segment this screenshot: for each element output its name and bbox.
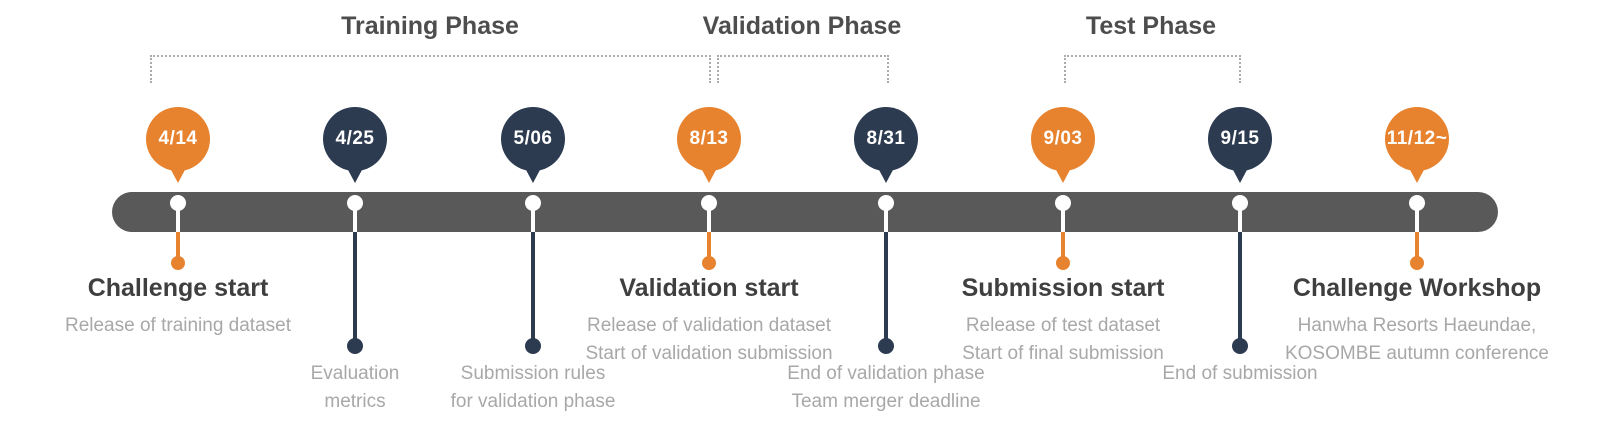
date-balloon: 4/14 (146, 107, 210, 171)
event-line: Submission rules (460, 363, 606, 384)
stem-upper (1238, 203, 1242, 232)
stem-end-dot (171, 256, 185, 270)
date-balloon: 8/13 (677, 107, 741, 171)
event-title: Validation start (619, 274, 799, 302)
date-balloon: 11/12~ (1385, 107, 1449, 171)
stem-upper (176, 203, 180, 232)
phase-label-training: Training Phase (341, 12, 519, 40)
event-line: KOSOMBE autumn conference (1284, 343, 1549, 364)
balloon-tail-icon (878, 168, 894, 183)
phase-bracket-training (150, 55, 711, 83)
event-line: Release of validation dataset (587, 315, 831, 336)
event-line: Evaluation (310, 363, 400, 384)
stem-end-dot (1232, 338, 1248, 354)
event-line: Hanwha Resorts Haeundae, (1297, 315, 1537, 336)
event-line: End of validation phase (787, 363, 985, 384)
event-title: Challenge Workshop (1292, 274, 1542, 302)
stem-lower (707, 232, 711, 258)
event-line: Release of training dataset (64, 315, 292, 336)
phase-bracket-test (1064, 55, 1241, 83)
stem-upper (531, 203, 535, 232)
event-line: Team merger deadline (791, 391, 981, 412)
stem-end-dot (347, 338, 363, 354)
stem-lower (353, 232, 357, 339)
stem-lower (1061, 232, 1065, 258)
balloon-tail-icon (1232, 168, 1248, 183)
stem-end-dot (878, 338, 894, 354)
phase-label-test: Test Phase (1085, 12, 1217, 40)
balloon-tail-icon (701, 168, 717, 183)
balloon-tail-icon (170, 168, 186, 183)
event-text: Submission start Release of test dataset… (878, 274, 1248, 368)
stem-upper (884, 203, 888, 232)
stem-upper (1415, 203, 1419, 232)
stem-lower (531, 232, 535, 339)
stem-end-dot (702, 256, 716, 270)
date-balloon: 9/15 (1208, 107, 1272, 171)
stem-end-dot (525, 338, 541, 354)
balloon-tail-icon (347, 168, 363, 183)
event-text: Validation start Release of validation d… (524, 274, 894, 368)
event-title: Submission start (961, 274, 1165, 302)
stem-lower (176, 232, 180, 258)
phase-label-validation: Validation Phase (702, 12, 902, 40)
stem-upper (1061, 203, 1065, 232)
event-text: Submission rules for validation phase (348, 360, 718, 416)
event-line: Start of validation submission (585, 343, 833, 364)
date-balloon: 9/03 (1031, 107, 1095, 171)
stem-lower (1238, 232, 1242, 339)
event-line: for validation phase (450, 391, 616, 412)
event-line: End of submission (1162, 363, 1318, 384)
phase-bracket-validation (717, 55, 889, 83)
date-balloon: 4/25 (323, 107, 387, 171)
event-title: Challenge start (87, 274, 269, 302)
event-text: Challenge start Release of training data… (0, 274, 363, 340)
stem-end-dot (1056, 256, 1070, 270)
date-balloon: 8/31 (854, 107, 918, 171)
event-line: metrics (324, 391, 386, 412)
balloon-tail-icon (525, 168, 541, 183)
date-balloon: 5/06 (501, 107, 565, 171)
timeline-bar (112, 192, 1498, 232)
event-text: End of submission (1055, 360, 1425, 388)
stem-end-dot (1410, 256, 1424, 270)
event-text: Challenge Workshop Hanwha Resorts Haeund… (1232, 274, 1600, 368)
stem-upper (707, 203, 711, 232)
event-text: Evaluation metrics (170, 360, 540, 416)
balloon-tail-icon (1409, 168, 1425, 183)
balloon-tail-icon (1055, 168, 1071, 183)
stem-lower (884, 232, 888, 339)
event-line: Start of final submission (962, 343, 1164, 364)
stem-upper (353, 203, 357, 232)
stem-lower (1415, 232, 1419, 258)
event-text: End of validation phase Team merger dead… (701, 360, 1071, 416)
event-line: Release of test dataset (965, 315, 1161, 336)
